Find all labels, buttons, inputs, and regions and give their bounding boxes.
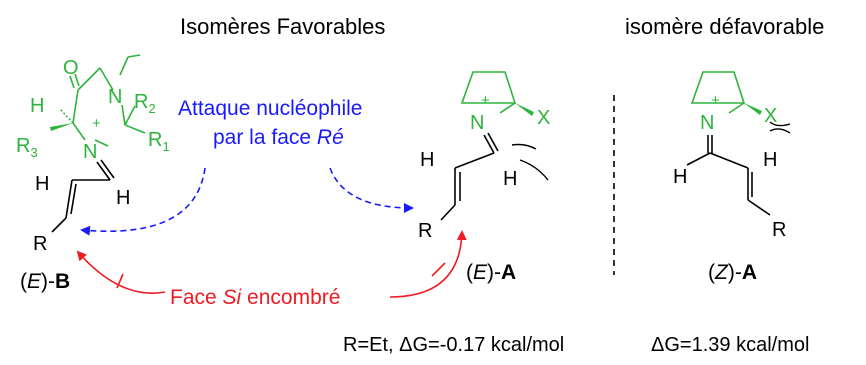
hindered-face-label: Face Si encombré [170,286,340,309]
atom-H-B: H [30,95,44,117]
atom-R-B: R [33,233,47,255]
compound-Z-A: N + X H H R [673,71,791,241]
atom-R3: R3 [16,135,38,160]
atom-O: O [63,57,79,79]
hindered-arrow-to-EA [389,230,467,298]
atom-R-EA: R [418,220,432,242]
atom-N-EA: N [470,112,484,134]
attack-label-line2: par la face Ré [213,126,344,149]
hindered-cross-EA [431,262,446,277]
energy-E: R=Et, ΔG=-0.17 kcal/mol [343,334,564,356]
atom-H-B2: H [116,187,130,209]
compound-B: O N H R3 N + R2 R1 H H R [16,54,170,255]
compound-E-A: N + X H H R [418,71,550,242]
atom-H-ZA2: H [763,149,777,171]
heading-favorable: Isomères Favorables [180,14,385,39]
atom-H-EA1: H [420,149,434,171]
atom-X-ZA: X [764,105,777,127]
atom-N-iminium-B: N [83,141,97,163]
plus-charge-B: + [92,115,101,132]
attack-arrow-to-EA [329,167,414,213]
atom-R-ZA: R [772,219,786,241]
plus-charge-ZA: + [711,92,720,109]
attack-arrow-to-B [80,167,206,236]
atom-N-ZA: N [700,112,714,134]
hindered-arrow-to-B [76,250,166,294]
label-E-B: (E)-B [20,270,70,293]
label-Z-A: (Z)-A [708,261,757,284]
atom-N-methyl: N [108,86,122,108]
atom-R2: R2 [134,91,156,116]
heading-unfavorable: isomère défavorable [625,14,824,39]
energy-Z: ΔG=1.39 kcal/mol [651,334,809,356]
atom-R1: R1 [148,129,170,154]
plus-charge-EA: + [481,92,490,109]
atom-X-EA: X [537,107,550,129]
atom-H-EA2: H [503,168,517,190]
atom-H-ZA1: H [673,166,687,188]
attack-label-line1: Attaque nucléophile [178,97,362,120]
atom-H-B3: H [35,173,49,195]
label-E-A: (E)-A [466,261,516,284]
hindered-cross-B [116,273,124,289]
